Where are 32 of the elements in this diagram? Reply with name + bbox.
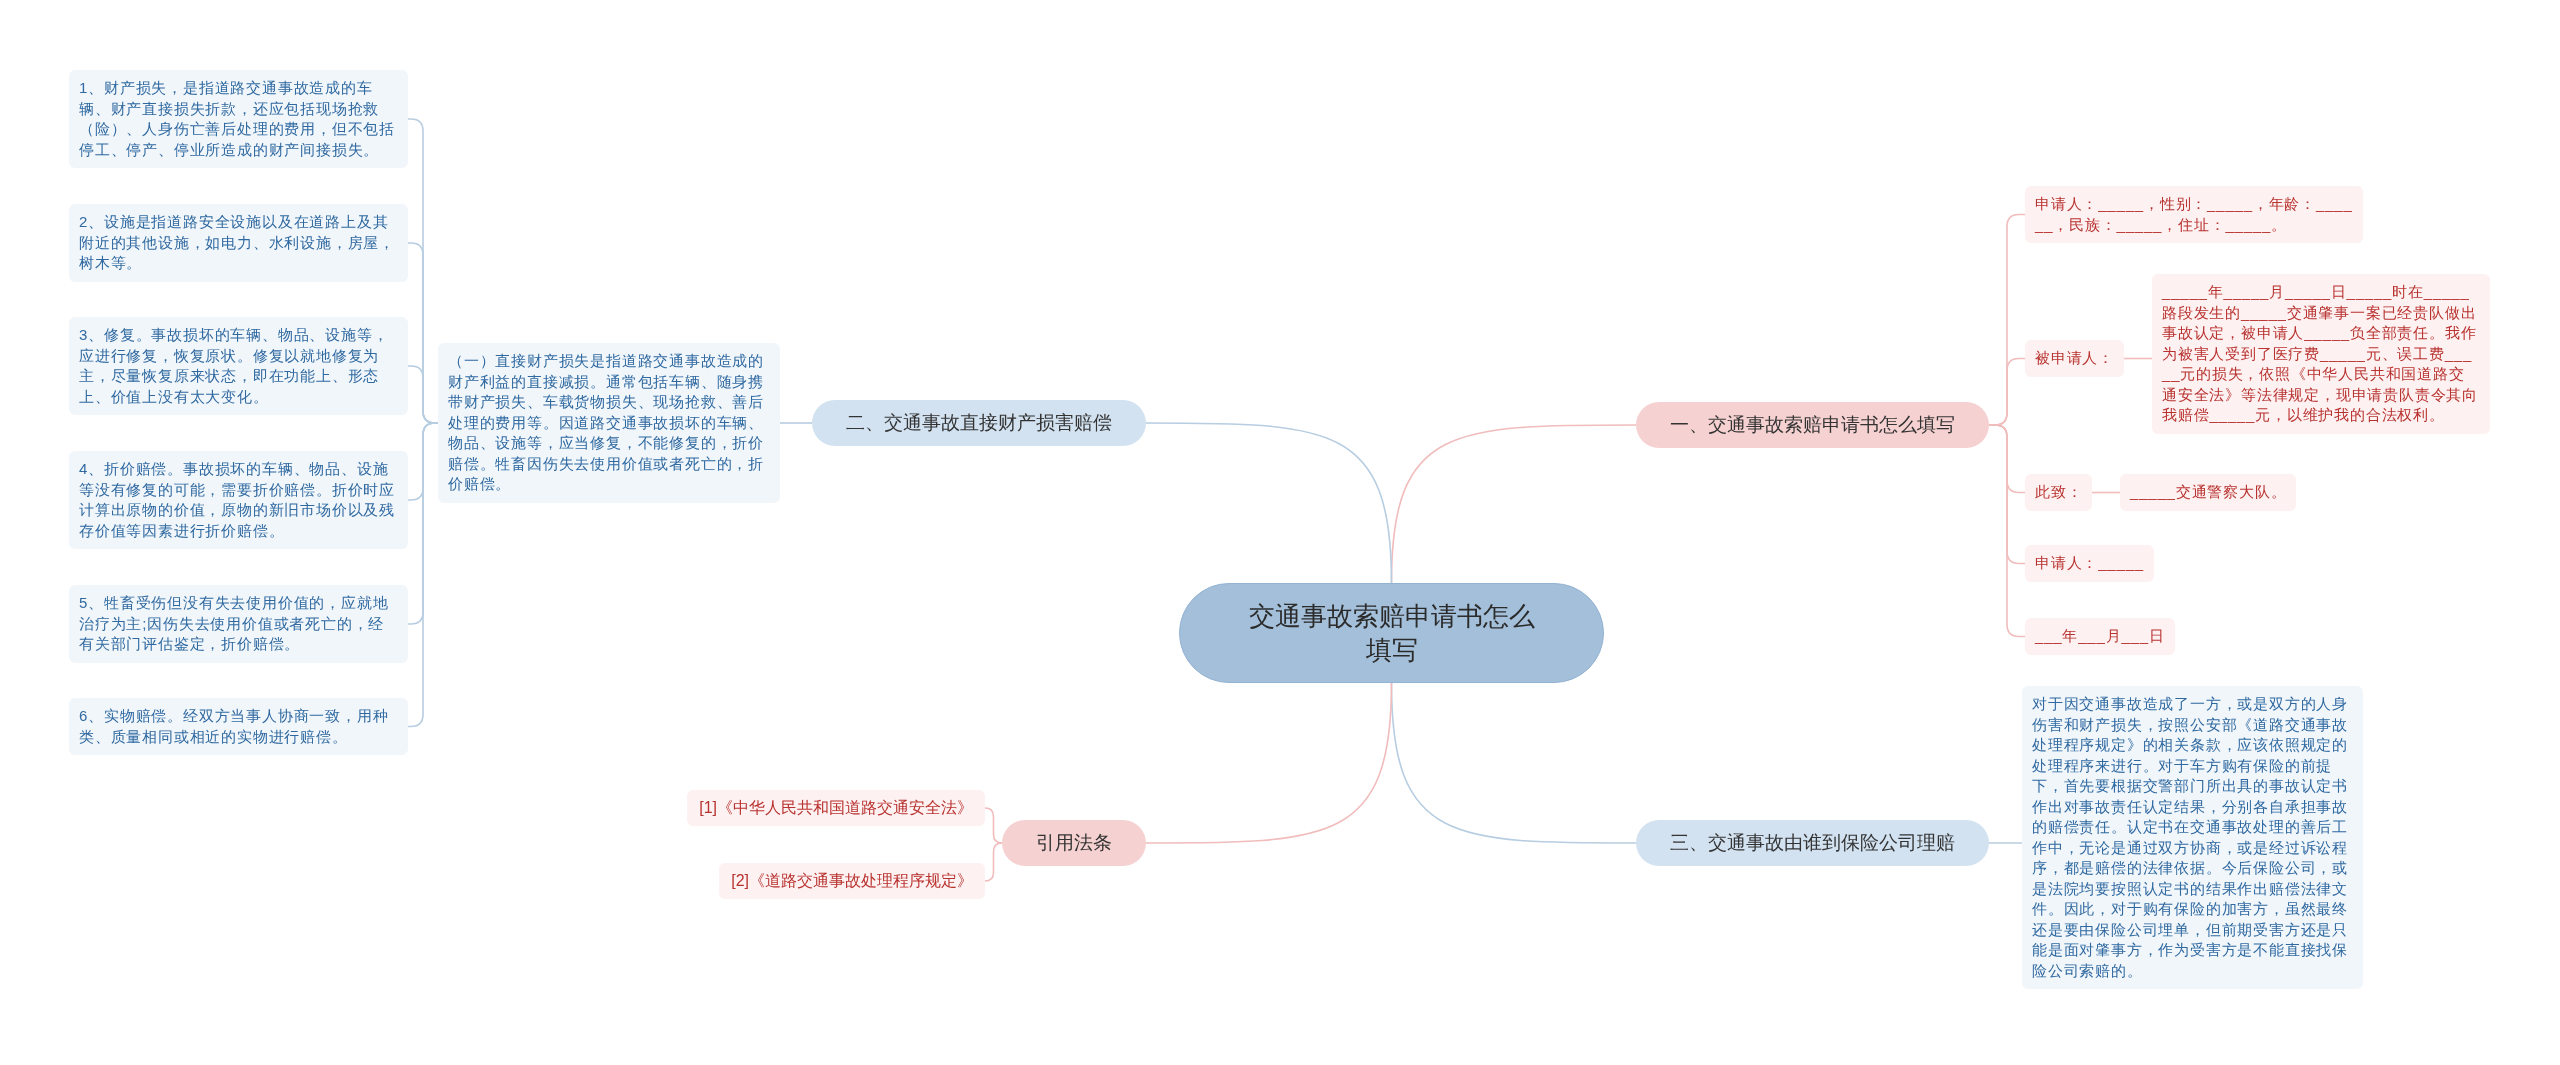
note-card: 被申请人： [2025,340,2124,377]
connector-line [779,422,813,424]
connector-line [984,842,1003,882]
topic-pill: 二、交通事故直接财产损害赔偿 [812,400,1146,446]
note-card: 1、财产损失，是指道路交通事故造成的车辆、财产直接损失折款，还应包括现场抢救（险）、人身伤亡善后处理的费用，但不包括停工、停产、停业所造成的财产间接损失。 [69,70,408,168]
note-card: _____交通警察大队。 [2120,474,2297,511]
topic-pill: 引用法条 [1002,820,1146,866]
topic-pill: 一、交通事故索赔申请书怎么填写 [1636,402,1989,448]
note-card: 6、实物赔偿。经双方当事人协商一致，用种类、质量相同或相近的实物进行赔偿。 [69,698,408,755]
note-card: _____年_____月_____日_____时在_____路段发生的_____交通肇事一案已经贵队做出事故认定，被申请人_____负全部责任。我作为被害人受到了医疗费_____元、误工费_____元的损失，依照《中华人民共和国道路交通安全法》等法律规定，现申请贵队责令其向我赔偿_____元，以维护我的合法权利。 [2152,274,2490,434]
connector-line [407,422,439,728]
citation-tag: [2]《道路交通事故处理程序规定》 [719,863,985,899]
citation-tag: [1]《中华人民共和国道路交通安全法》 [687,790,985,826]
connector-line [984,807,1003,844]
connector-line [2123,357,2153,360]
note-card: 对于因交通事故造成了一方，或是双方的人身伤害和财产损失，按照公安部《道路交通事故处理程序规定》的相关条款，应该依照规定的处理程序来进行。对于车方购有保险的前提下，首先要根据交警部门所出具的事故认定书作出对事故责任认定结果，分别各自承担事故的赔偿责任。认定书在交通事故处理的善后工作中，无论是通过双方协商，或是经过诉讼程序，都是赔偿的法律依据。今后保险公司，或是法院均要按照认定书的结果作出赔偿法律文件。因此，对于购有保险的加害方，虽然最终还是要由保险公司埋单，但前期受害方还是只能是面对肇事方，作为受害方是不能直接找保险公司索赔的。 [2022,686,2363,989]
note-card: 此致： [2025,474,2093,511]
topic-pill: 三、交通事故由谁到保险公司理赔 [1636,820,1989,866]
note-card: 申请人：_____ [2025,545,2154,582]
connector-line [2091,491,2121,494]
connector-line [1988,424,2026,638]
note-card: （一）直接财产损失是指道路交通事故造成的财产利益的直接减损。通常包括车辆、随身携带财产损失、车载货物损失、现场抢救、善后处理的费用等。因道路交通事故损坏的车辆、物品、设施等，应当修复，不能修复的，折价赔偿。牲畜因伤失去使用价值或者死亡的，折价赔偿。 [438,343,780,503]
note-card: ___年___月___日 [2025,618,2175,655]
connector-line [1145,682,1393,844]
note-card: 2、设施是指道路安全设施以及在道路上及其附近的其他设施，如电力、水利设施，房屋，树木等。 [69,204,408,282]
connector-line [1145,422,1393,584]
note-card: 申请人：_____，性别：_____，年龄：______，民族：_____，住址：_____。 [2025,186,2363,243]
note-card: 3、修复。事故损坏的车辆、物品、设施等，应进行修复，恢复原状。修复以就地修复为主，尽量恢复原来状态，即在功能上、形态上、价值上没有太大变化。 [69,317,408,415]
note-card: 4、折价赔偿。事故损坏的车辆、物品、设施等没有修复的可能，需要折价赔偿。折价时应计算出原物的价值，原物的新旧市场价以及残存价值等因素进行折价赔偿。 [69,451,408,549]
note-card: 5、牲畜受伤但没有失去使用价值的，应就地治疗为主;因伤失去使用价值或者死亡的，经有关部门评估鉴定，折价赔偿。 [69,585,408,663]
connector-line [1988,842,2023,844]
central-topic: 交通事故索赔申请书怎么填写 [1179,583,1604,683]
